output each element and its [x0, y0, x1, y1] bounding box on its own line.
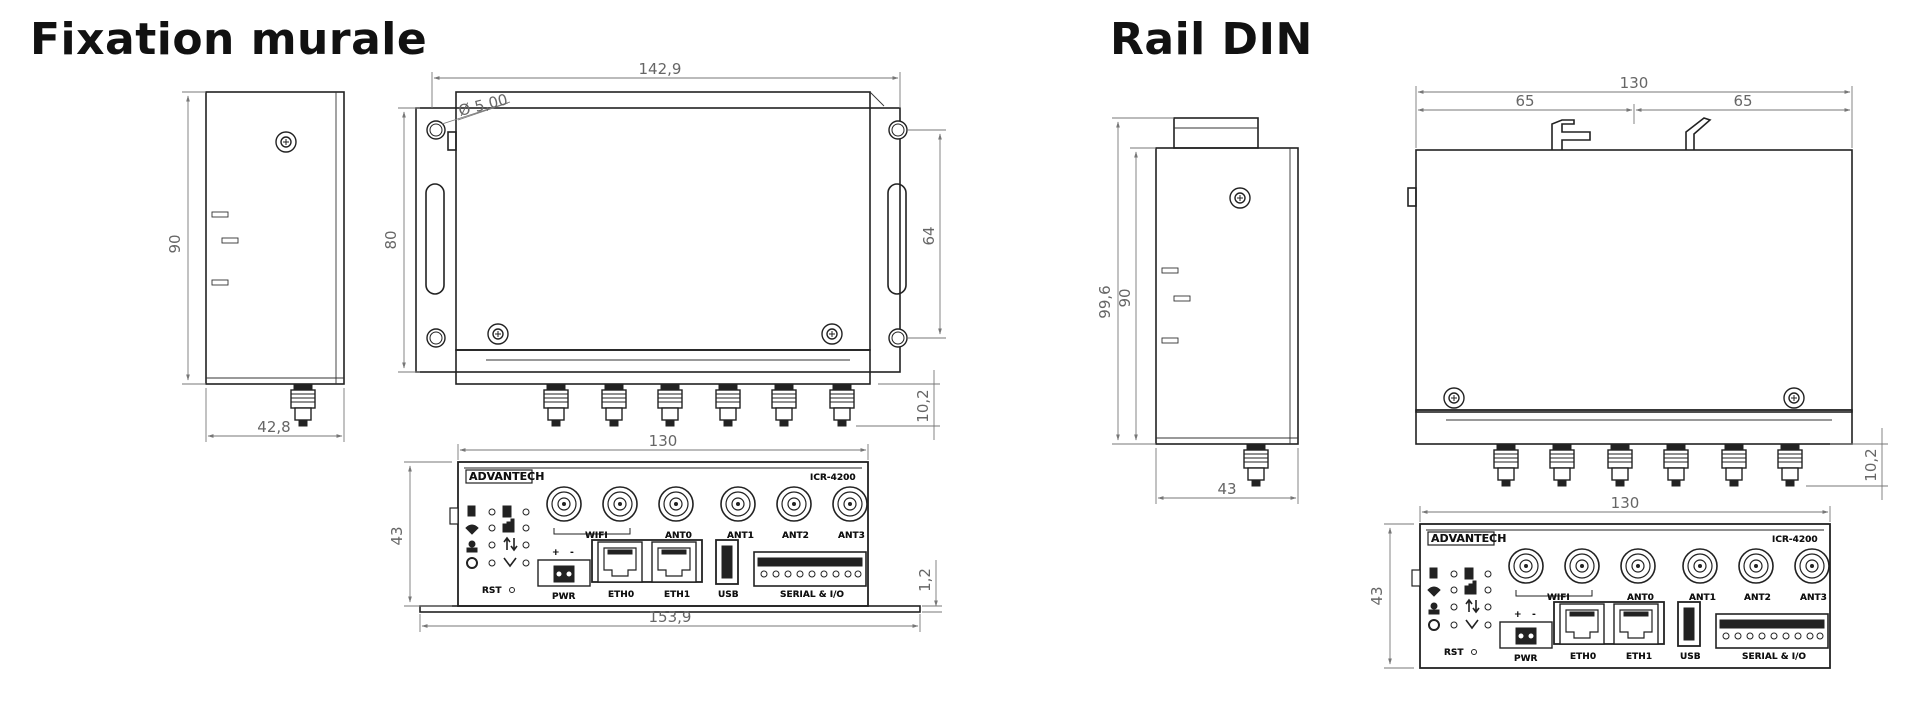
- wall-front-dims: 130 43 153,9 1,2: [388, 432, 942, 632]
- wall-flange-dim: 1,2: [916, 568, 934, 592]
- wall-hole-spacing-dim: 64: [920, 226, 938, 245]
- wall-base-width-dim: 153,9: [649, 608, 692, 626]
- din-front-dims: 130 43: [1368, 494, 1831, 669]
- wall-top-dims: 142,9 Ø 5,00 80 64 10,2: [382, 60, 946, 440]
- wall-usb-label: USB: [718, 590, 739, 600]
- din-side-height-dim: 90: [1116, 288, 1134, 307]
- din-top-view: [1407, 117, 1853, 487]
- wall-side-width-dim: 42,8: [257, 418, 290, 436]
- wall-top-view: [415, 91, 908, 427]
- din-rail-title: Rail DIN: [1110, 14, 1313, 65]
- din-serial-io-label: SERIAL & I/O: [1742, 652, 1806, 662]
- din-eth0-label: ETH0: [1570, 652, 1596, 662]
- wall-side-view: [205, 91, 345, 427]
- wall-top-width-dim: 142,9: [639, 60, 682, 78]
- din-ant2-label: ANT2: [1744, 593, 1771, 603]
- din-connector-depth-dim: 10,2: [1862, 448, 1880, 481]
- din-side-dims: 99,6 90 43: [1096, 117, 1299, 504]
- din-top-width-dim: 130: [1620, 74, 1649, 92]
- wall-ant0-label: ANT0: [665, 531, 692, 541]
- wall-ant1-label: ANT1: [727, 531, 754, 541]
- din-side-view: [1155, 117, 1299, 487]
- din-wifi-label: WIFI: [1547, 593, 1570, 603]
- wall-pwr-label: PWR: [552, 592, 576, 602]
- din-top-dims: 130 65 65 10,2: [1415, 74, 1888, 500]
- wall-eth1-label: ETH1: [664, 590, 690, 600]
- wall-pwr-minus-label: -: [570, 548, 574, 558]
- wall-wifi-label: WIFI: [585, 531, 608, 541]
- din-front-height-dim: 43: [1368, 586, 1386, 605]
- wall-panel-labels: ADVANTECH ICR-4200 WIFI ANT0 ANT1 ANT2 A…: [469, 470, 865, 602]
- din-rst-label: RST: [1444, 648, 1464, 658]
- din-side-total-height-dim: 99,6: [1096, 285, 1114, 318]
- din-front-width-dim: 130: [1611, 494, 1640, 512]
- wall-rst-label: RST: [482, 586, 502, 596]
- wall-model-label: ICR-4200: [810, 473, 856, 483]
- wall-connector-depth-dim: 10,2: [914, 389, 932, 422]
- wall-top-height-dim: 80: [382, 230, 400, 249]
- din-usb-label: USB: [1680, 652, 1701, 662]
- wall-front-view: [419, 462, 921, 613]
- din-top-half-left-dim: 65: [1515, 92, 1534, 110]
- wall-mount-title: Fixation murale: [30, 14, 428, 65]
- din-pwr-plus-label: +: [1514, 610, 1522, 620]
- din-top-half-right-dim: 65: [1733, 92, 1752, 110]
- wall-ant3-label: ANT3: [838, 531, 865, 541]
- din-ant0-label: ANT0: [1627, 593, 1654, 603]
- wall-eth0-label: ETH0: [608, 590, 634, 600]
- wall-pwr-plus-label: +: [552, 548, 560, 558]
- din-ant1-label: ANT1: [1689, 593, 1716, 603]
- din-pwr-label: PWR: [1514, 654, 1538, 664]
- wall-side-height-dim: 90: [166, 234, 184, 253]
- din-brand-logo: ADVANTECH: [1431, 532, 1506, 545]
- din-panel-labels: ADVANTECH ICR-4200 WIFI ANT0 ANT1 ANT2 A…: [1431, 532, 1827, 664]
- wall-brand-logo: ADVANTECH: [469, 470, 544, 483]
- wall-ant2-label: ANT2: [782, 531, 809, 541]
- din-eth1-label: ETH1: [1626, 652, 1652, 662]
- wall-side-dims: 90 42,8: [166, 91, 345, 442]
- din-model-label: ICR-4200: [1772, 535, 1818, 545]
- din-pwr-minus-label: -: [1532, 610, 1536, 620]
- wall-front-height-dim: 43: [388, 526, 406, 545]
- wall-serial-io-label: SERIAL & I/O: [780, 590, 844, 600]
- wall-front-width-dim: 130: [649, 432, 678, 450]
- din-side-width-dim: 43: [1217, 480, 1236, 498]
- din-ant3-label: ANT3: [1800, 593, 1827, 603]
